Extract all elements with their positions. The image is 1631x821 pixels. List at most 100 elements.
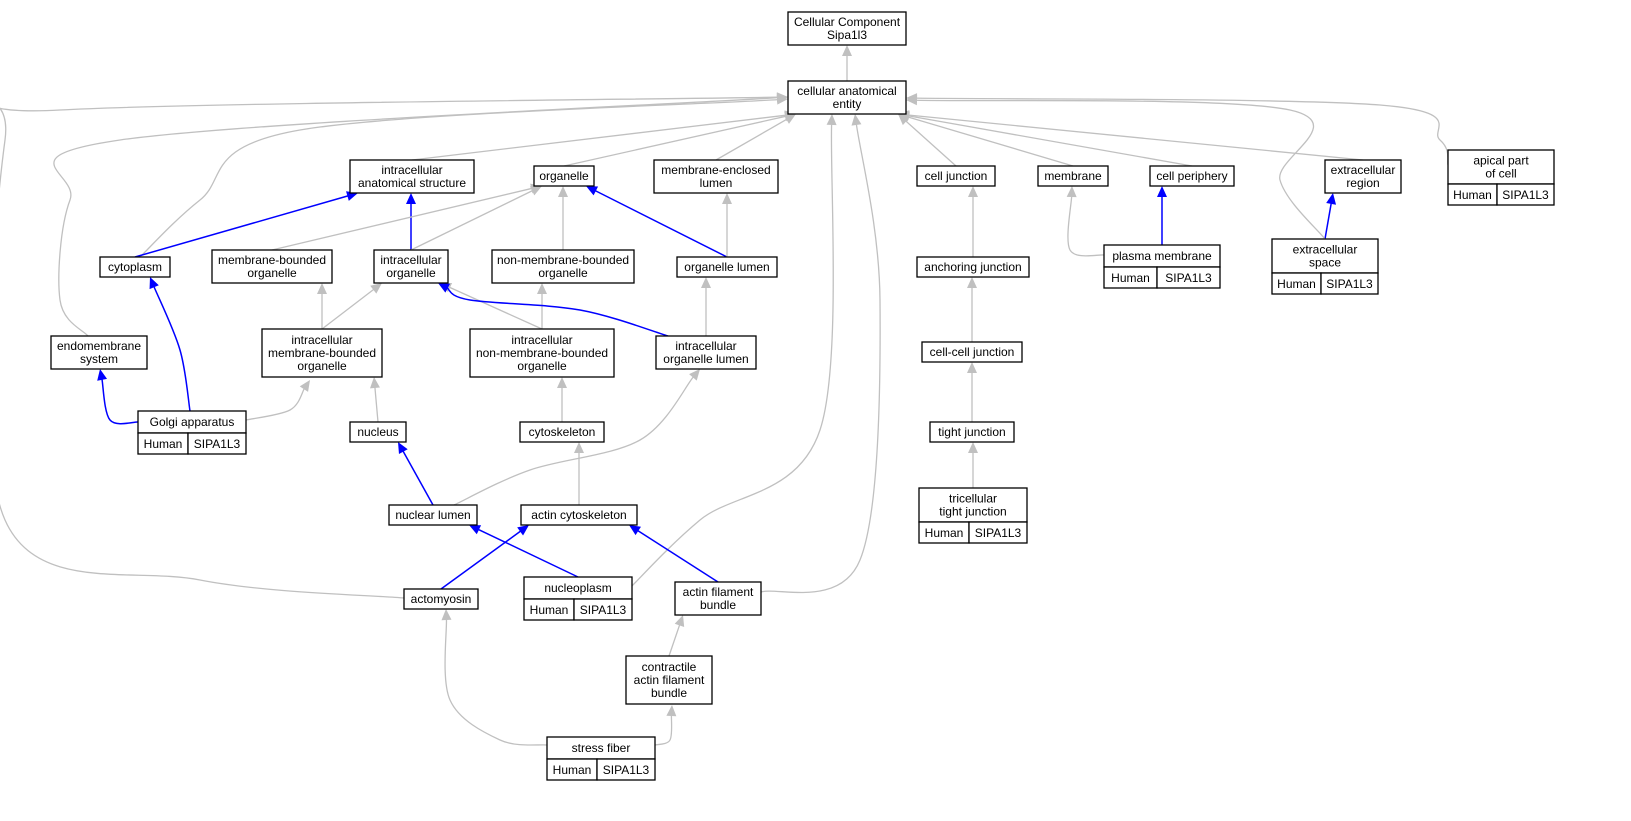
node-label: membrane-bounded	[268, 346, 376, 360]
arrowhead	[586, 186, 599, 196]
node-label: actin filament	[634, 673, 705, 687]
node-label: contractile	[642, 660, 697, 674]
arrowhead	[517, 525, 529, 536]
edge-imbo-to-io	[321, 283, 382, 330]
node-cellcell[interactable]: cell-cell junction	[921, 341, 1023, 363]
node-label: stress fiber	[572, 741, 631, 755]
node-box	[921, 341, 1023, 363]
species-label: Human	[1111, 271, 1150, 285]
edge-olumen-to-mel	[722, 193, 732, 257]
arrowhead	[441, 609, 452, 621]
arrowhead	[299, 380, 310, 392]
node-label: organelle lumen	[663, 352, 748, 366]
edge-tricellular-to-tight	[968, 442, 978, 488]
edge-line	[446, 287, 669, 337]
edge-nuclumen-to-iol	[453, 369, 700, 506]
node-label: intracellular	[675, 339, 736, 353]
node-label: nucleus	[357, 425, 398, 439]
node-label: Cellular Component	[794, 15, 901, 29]
node-actomyosin[interactable]: actomyosin	[403, 588, 479, 610]
node-box	[349, 421, 407, 443]
node-cellperiphery[interactable]: cell periphery	[1149, 165, 1235, 187]
node-anchoring[interactable]: anchoring junction	[916, 256, 1030, 278]
node-olumen[interactable]: organelle lumen	[676, 256, 778, 278]
edge-olumen-to-organelle	[586, 186, 728, 258]
node-celljunction[interactable]: cell junction	[916, 165, 996, 187]
node-label: bundle	[700, 598, 736, 612]
node-label: cell-cell junction	[930, 345, 1015, 359]
arrowhead	[469, 525, 482, 535]
node-actincsk[interactable]: actin cytoskeleton	[520, 504, 638, 526]
node-label: lumen	[700, 176, 733, 190]
edge-extspace-to-cae	[906, 95, 1326, 240]
node-box	[373, 249, 449, 284]
node-label: non-membrane-bounded	[497, 253, 629, 267]
node-label: membrane-enclosed	[661, 163, 770, 177]
node-label: of cell	[1485, 167, 1516, 181]
node-box	[520, 504, 638, 526]
edge-actomyosin-to-cae	[0, 92, 788, 599]
node-organelle[interactable]: organelle	[533, 165, 595, 187]
edge-golgi-to-cytoplasm	[149, 277, 191, 412]
edge-afb-to-actincsk	[629, 525, 719, 583]
node-box	[787, 80, 907, 115]
edge-nucleoplasm-to-cae	[627, 114, 837, 591]
node-cytoskeleton[interactable]: cytoskeleton	[519, 421, 605, 443]
node-label: tight junction	[939, 505, 1006, 519]
edge-line	[440, 530, 522, 590]
node-tight[interactable]: tight junction	[929, 421, 1015, 443]
node-box	[1447, 149, 1555, 185]
edge-line	[1067, 195, 1105, 257]
gene-cell	[1496, 183, 1555, 206]
node-label: actin filament	[683, 585, 754, 599]
arrowhead	[97, 369, 108, 381]
node-label: entity	[833, 97, 862, 111]
node-membrane[interactable]: membrane	[1037, 165, 1109, 187]
node-box	[491, 249, 635, 284]
node-inmbo[interactable]: intracellularnon-membrane-boundedorganel…	[469, 328, 615, 378]
edge-cellcell-to-anchoring	[967, 277, 977, 342]
edge-line	[907, 115, 1193, 167]
node-label: endomembrane	[57, 339, 141, 353]
species-label: Human	[144, 437, 183, 451]
edge-line	[321, 288, 375, 330]
edge-plasmamembrane-to-membrane	[1066, 186, 1105, 257]
node-cytoplasm[interactable]: cytoplasm	[99, 256, 171, 278]
edge-line	[915, 99, 1326, 240]
arrowhead	[1326, 193, 1337, 205]
node-label: anatomical structure	[358, 176, 466, 190]
edge-line	[1324, 202, 1333, 240]
arrowhead	[1066, 186, 1077, 198]
node-nuclumen[interactable]: nuclear lumen	[388, 504, 478, 526]
node-box	[916, 256, 1030, 278]
edge-line	[477, 528, 579, 578]
edge-golgi-to-imbo	[245, 380, 310, 421]
node-label: cell junction	[925, 169, 988, 183]
node-nucleus[interactable]: nucleus	[349, 421, 407, 443]
